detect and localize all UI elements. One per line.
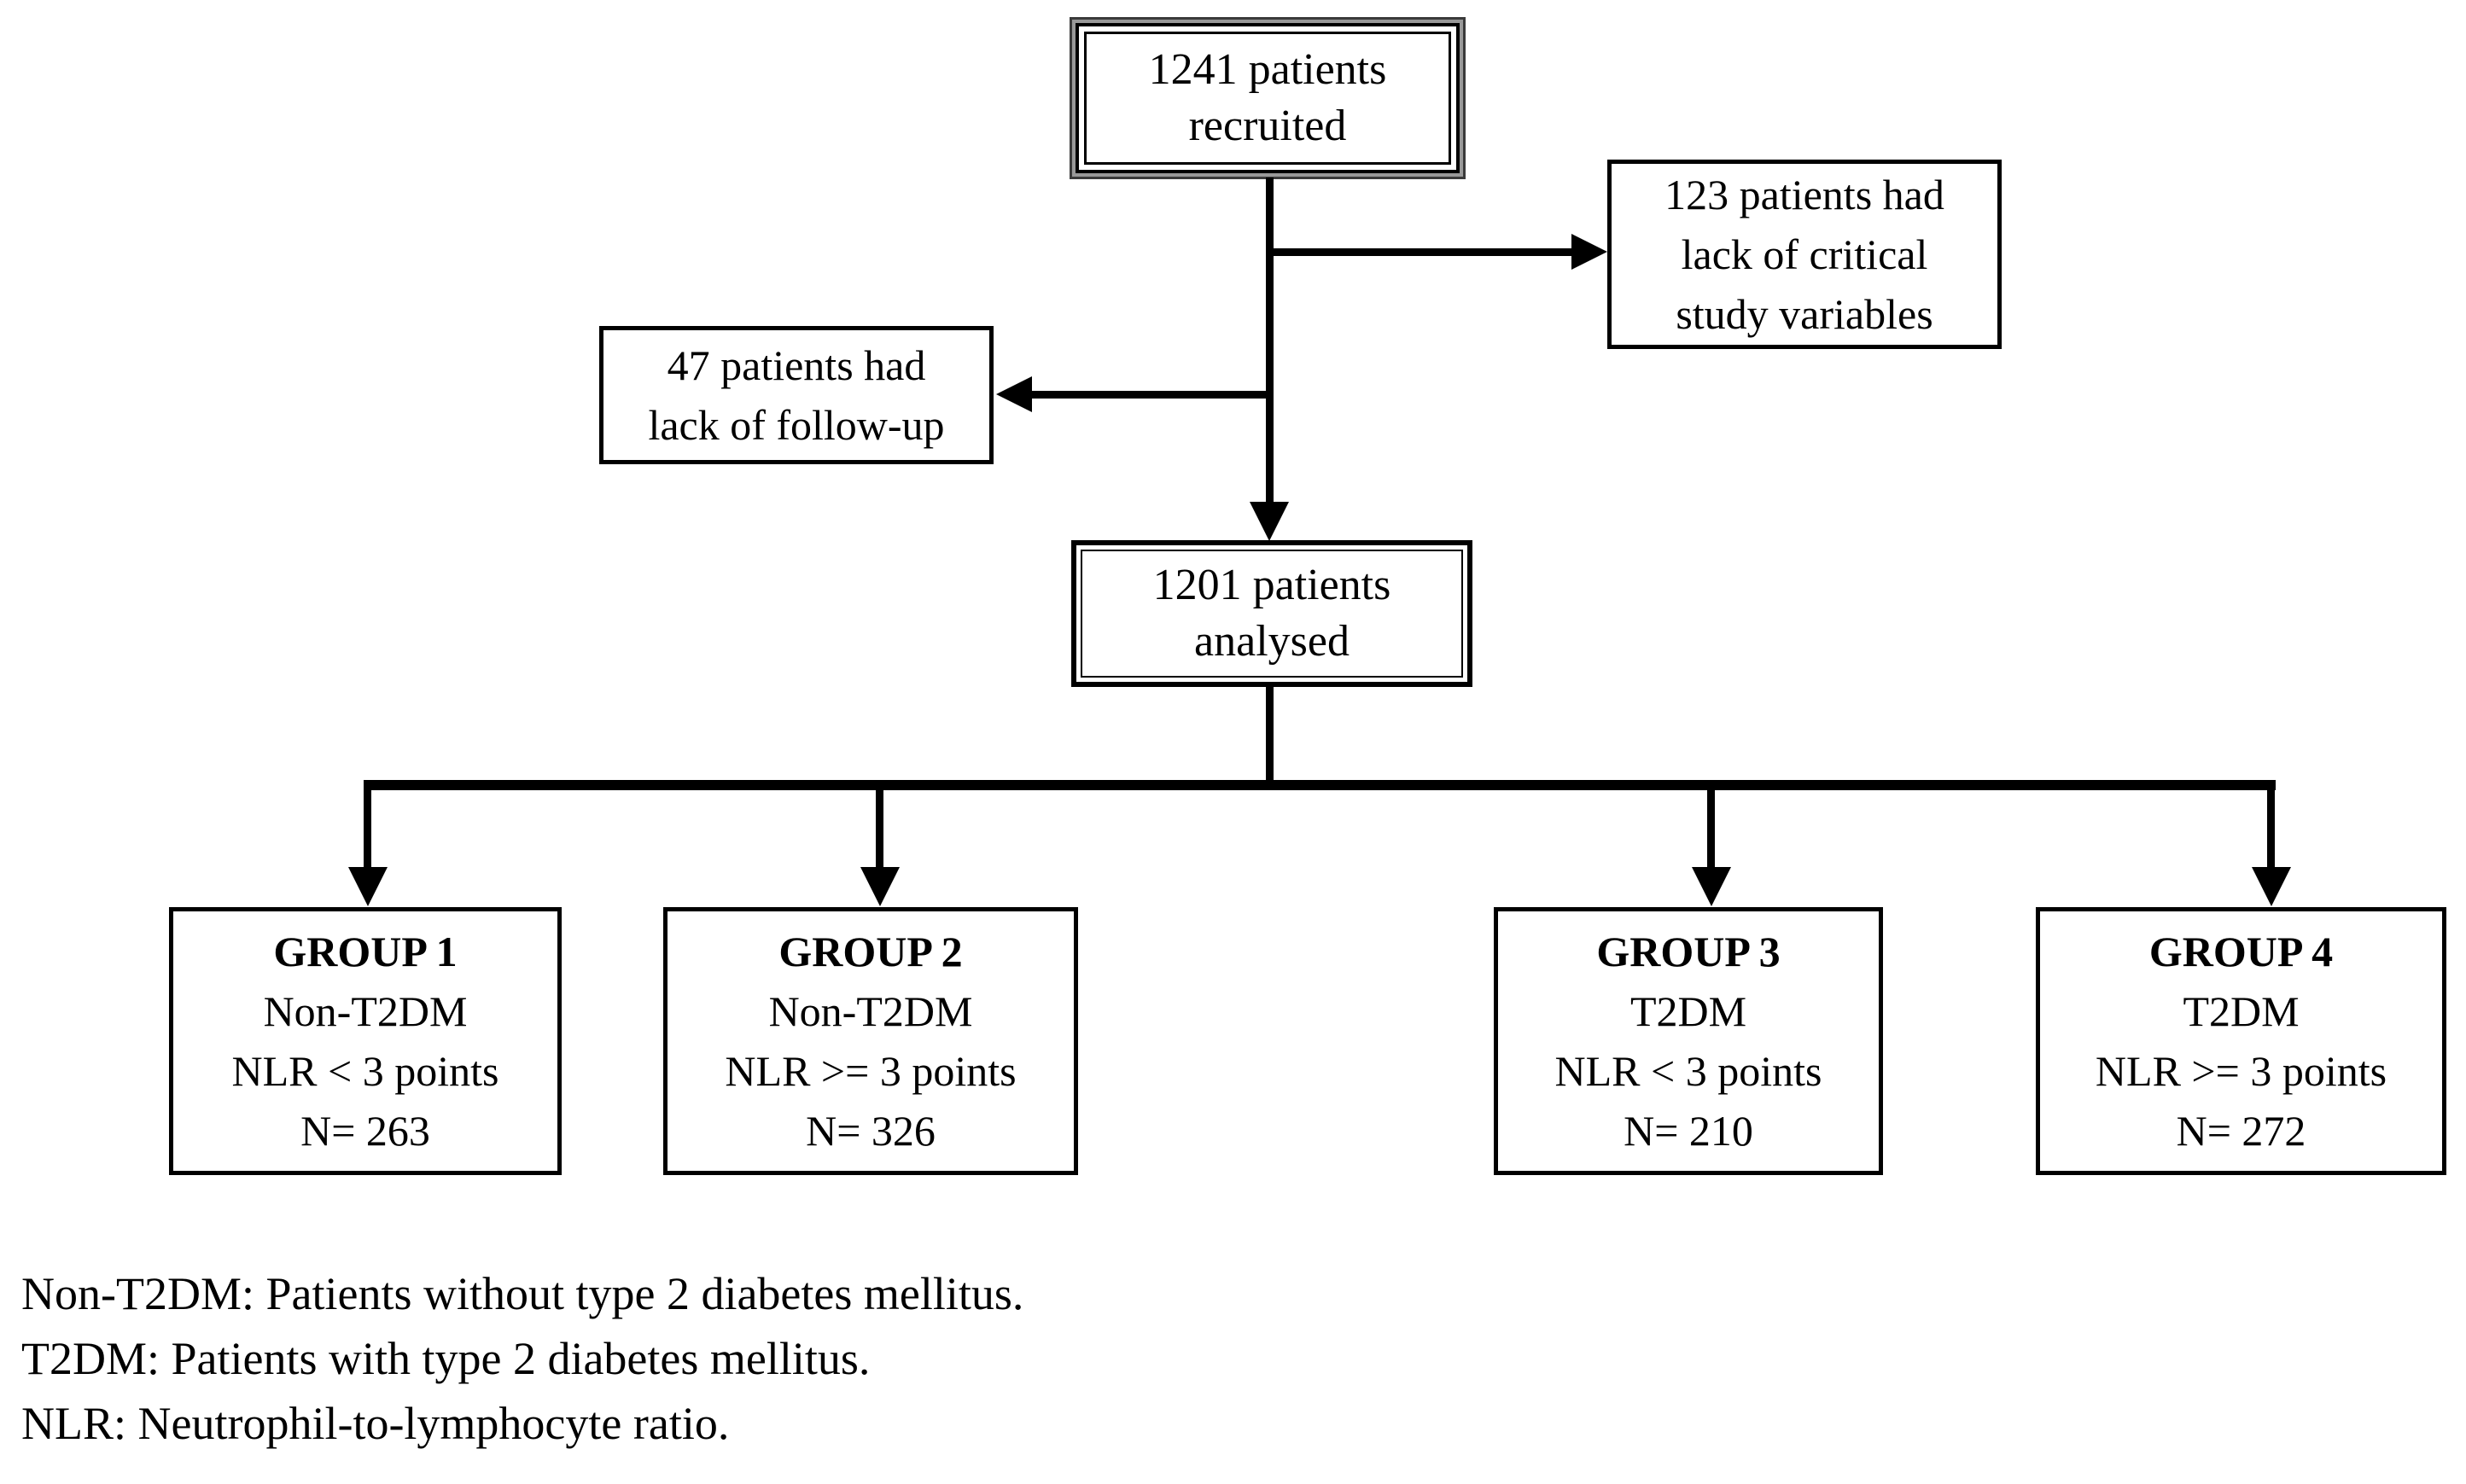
analysed-line1: 1201 patients	[1152, 561, 1391, 609]
group2-title: GROUP 2	[778, 928, 963, 975]
box-group-3: GROUP 3 T2DM NLR < 3 points N= 210	[1494, 907, 1883, 1175]
arrowhead-into-group1-icon	[348, 867, 388, 906]
group2-n: N= 326	[806, 1107, 936, 1155]
box-excluded-critical-variables: 123 patients had lack of critical study …	[1607, 160, 2002, 349]
connector-analysed-to-split	[1266, 687, 1274, 785]
group3-criteria: NLR < 3 points	[1554, 1047, 1822, 1095]
box-recruited-inner: 1241 patients recruited	[1084, 32, 1451, 165]
arrowhead-into-followup-icon	[996, 376, 1032, 412]
followup-line2: lack of follow-up	[648, 401, 945, 449]
group1-title: GROUP 1	[273, 928, 458, 975]
group4-cohort: T2DM	[2183, 987, 2300, 1035]
connector-distribution-line	[364, 780, 2276, 790]
box-recruited: 1241 patients recruited	[1070, 17, 1466, 179]
footnote-non-t2dm: Non-T2DM: Patients without type 2 diabet…	[21, 1268, 1024, 1319]
group1-cohort: Non-T2DM	[263, 987, 468, 1035]
group1-n: N= 263	[300, 1107, 430, 1155]
group4-n: N= 272	[2176, 1107, 2306, 1155]
followup-line1: 47 patients had	[667, 341, 926, 389]
box-group-4: GROUP 4 T2DM NLR >= 3 points N= 272	[2036, 907, 2446, 1175]
box-excluded-followup: 47 patients had lack of follow-up	[599, 326, 994, 464]
group3-cohort: T2DM	[1629, 987, 1747, 1035]
connector-to-group2	[876, 790, 883, 867]
arrowhead-into-group4-icon	[2252, 867, 2291, 906]
critical-line1: 123 patients had	[1664, 171, 1944, 218]
footnotes: Non-T2DM: Patients without type 2 diabet…	[21, 1261, 1023, 1456]
group4-criteria: NLR >= 3 points	[2095, 1047, 2387, 1095]
box-analysed: 1201 patients analysed	[1071, 540, 1472, 687]
group2-cohort: Non-T2DM	[768, 987, 973, 1035]
arrowhead-into-group3-icon	[1692, 867, 1731, 906]
connector-recruited-to-analysed	[1266, 177, 1274, 506]
group3-n: N= 210	[1624, 1107, 1753, 1155]
connector-to-critical-box	[1269, 248, 1575, 256]
arrowhead-into-analysed-icon	[1250, 502, 1289, 541]
recruited-line1: 1241 patients	[1148, 45, 1387, 94]
group4-title: GROUP 4	[2148, 928, 2334, 975]
group3-title: GROUP 3	[1596, 928, 1781, 975]
box-group-2: GROUP 2 Non-T2DM NLR >= 3 points N= 326	[663, 907, 1078, 1175]
critical-line3: study variables	[1676, 290, 1933, 338]
connector-to-group4	[2267, 790, 2275, 867]
connector-to-followup-box	[1031, 391, 1269, 399]
footnote-t2dm: T2DM: Patients with type 2 diabetes mell…	[21, 1333, 871, 1384]
group1-criteria: NLR < 3 points	[231, 1047, 499, 1095]
connector-to-group3	[1707, 790, 1715, 867]
analysed-line2: analysed	[1194, 617, 1350, 666]
box-analysed-inner: 1201 patients analysed	[1081, 550, 1463, 678]
footnote-nlr: NLR: Neutrophil-to-lymphocyte ratio.	[21, 1398, 730, 1449]
connector-to-group1	[364, 790, 371, 867]
critical-line2: lack of critical	[1681, 230, 1928, 278]
box-recruited-mid: 1241 patients recruited	[1076, 23, 1460, 173]
recruited-line2: recruited	[1188, 102, 1347, 150]
arrowhead-into-group2-icon	[860, 867, 900, 906]
group2-criteria: NLR >= 3 points	[725, 1047, 1017, 1095]
arrowhead-into-critical-icon	[1571, 234, 1607, 270]
box-group-1: GROUP 1 Non-T2DM NLR < 3 points N= 263	[169, 907, 562, 1175]
